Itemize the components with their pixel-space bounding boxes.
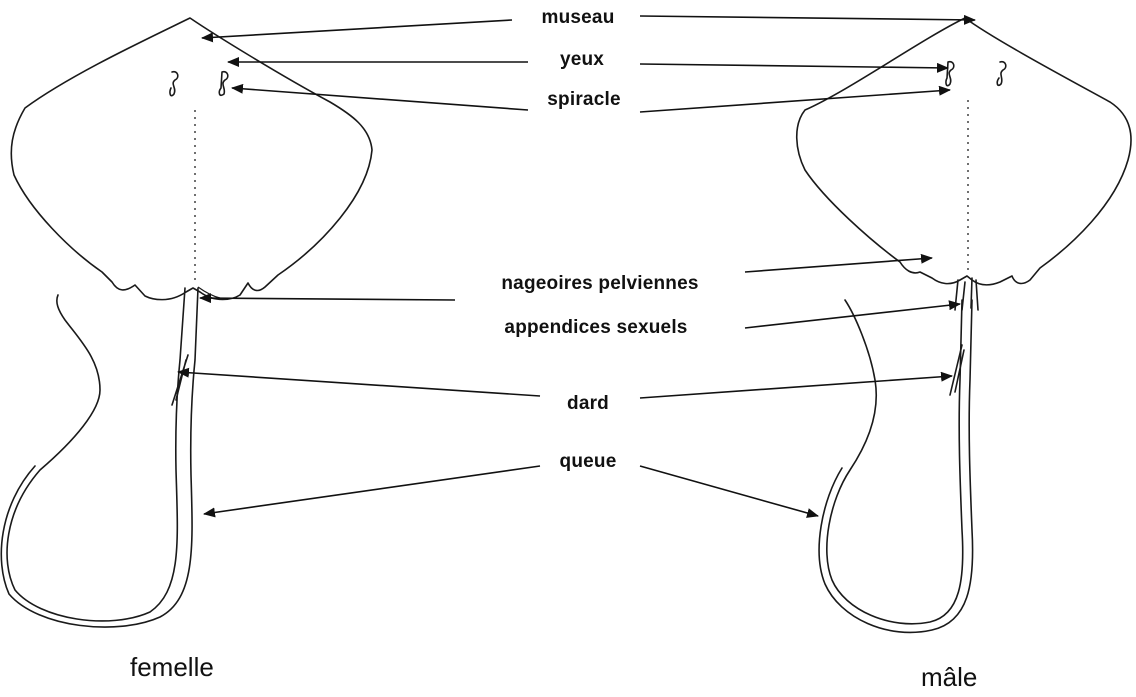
- male-ray: [797, 18, 1131, 632]
- arrow-spiracle-right: [640, 90, 950, 112]
- male-left-eye: [946, 62, 954, 86]
- arrow-yeux-right: [640, 64, 948, 68]
- male-body-outline: [797, 18, 1131, 285]
- female-ray: [1, 18, 372, 627]
- female-body-outline: [11, 18, 372, 300]
- label-dard: dard: [567, 393, 609, 415]
- female-right-eye: [219, 72, 228, 96]
- arrow-queue-right: [640, 466, 818, 516]
- arrow-museau-right: [640, 16, 975, 20]
- arrow-nageoires-left: [200, 298, 455, 300]
- arrow-nageoires-right: [745, 258, 932, 272]
- male-right-eye: [997, 62, 1006, 86]
- male-sting: [950, 345, 964, 395]
- label-nageoires-pelviennes: nageoires pelviennes: [501, 273, 698, 295]
- caption-male: mâle: [921, 662, 977, 693]
- label-appendices-sexuels: appendices sexuels: [504, 317, 687, 339]
- label-museau: museau: [541, 7, 614, 29]
- female-tail: [7, 288, 185, 621]
- male-tail: [827, 300, 963, 624]
- arrow-queue-left: [204, 466, 540, 514]
- arrow-dard-left: [178, 372, 540, 396]
- male-claspers: [955, 278, 978, 310]
- arrow-appendices-right: [745, 304, 960, 328]
- female-left-eye: [170, 72, 178, 96]
- arrow-dard-right: [640, 376, 952, 398]
- label-queue: queue: [560, 451, 617, 473]
- label-spiracle: spiracle: [547, 89, 620, 111]
- arrow-museau-left: [202, 20, 512, 38]
- label-yeux: yeux: [560, 49, 604, 71]
- arrow-spiracle-left: [232, 88, 528, 110]
- caption-female: femelle: [130, 652, 214, 683]
